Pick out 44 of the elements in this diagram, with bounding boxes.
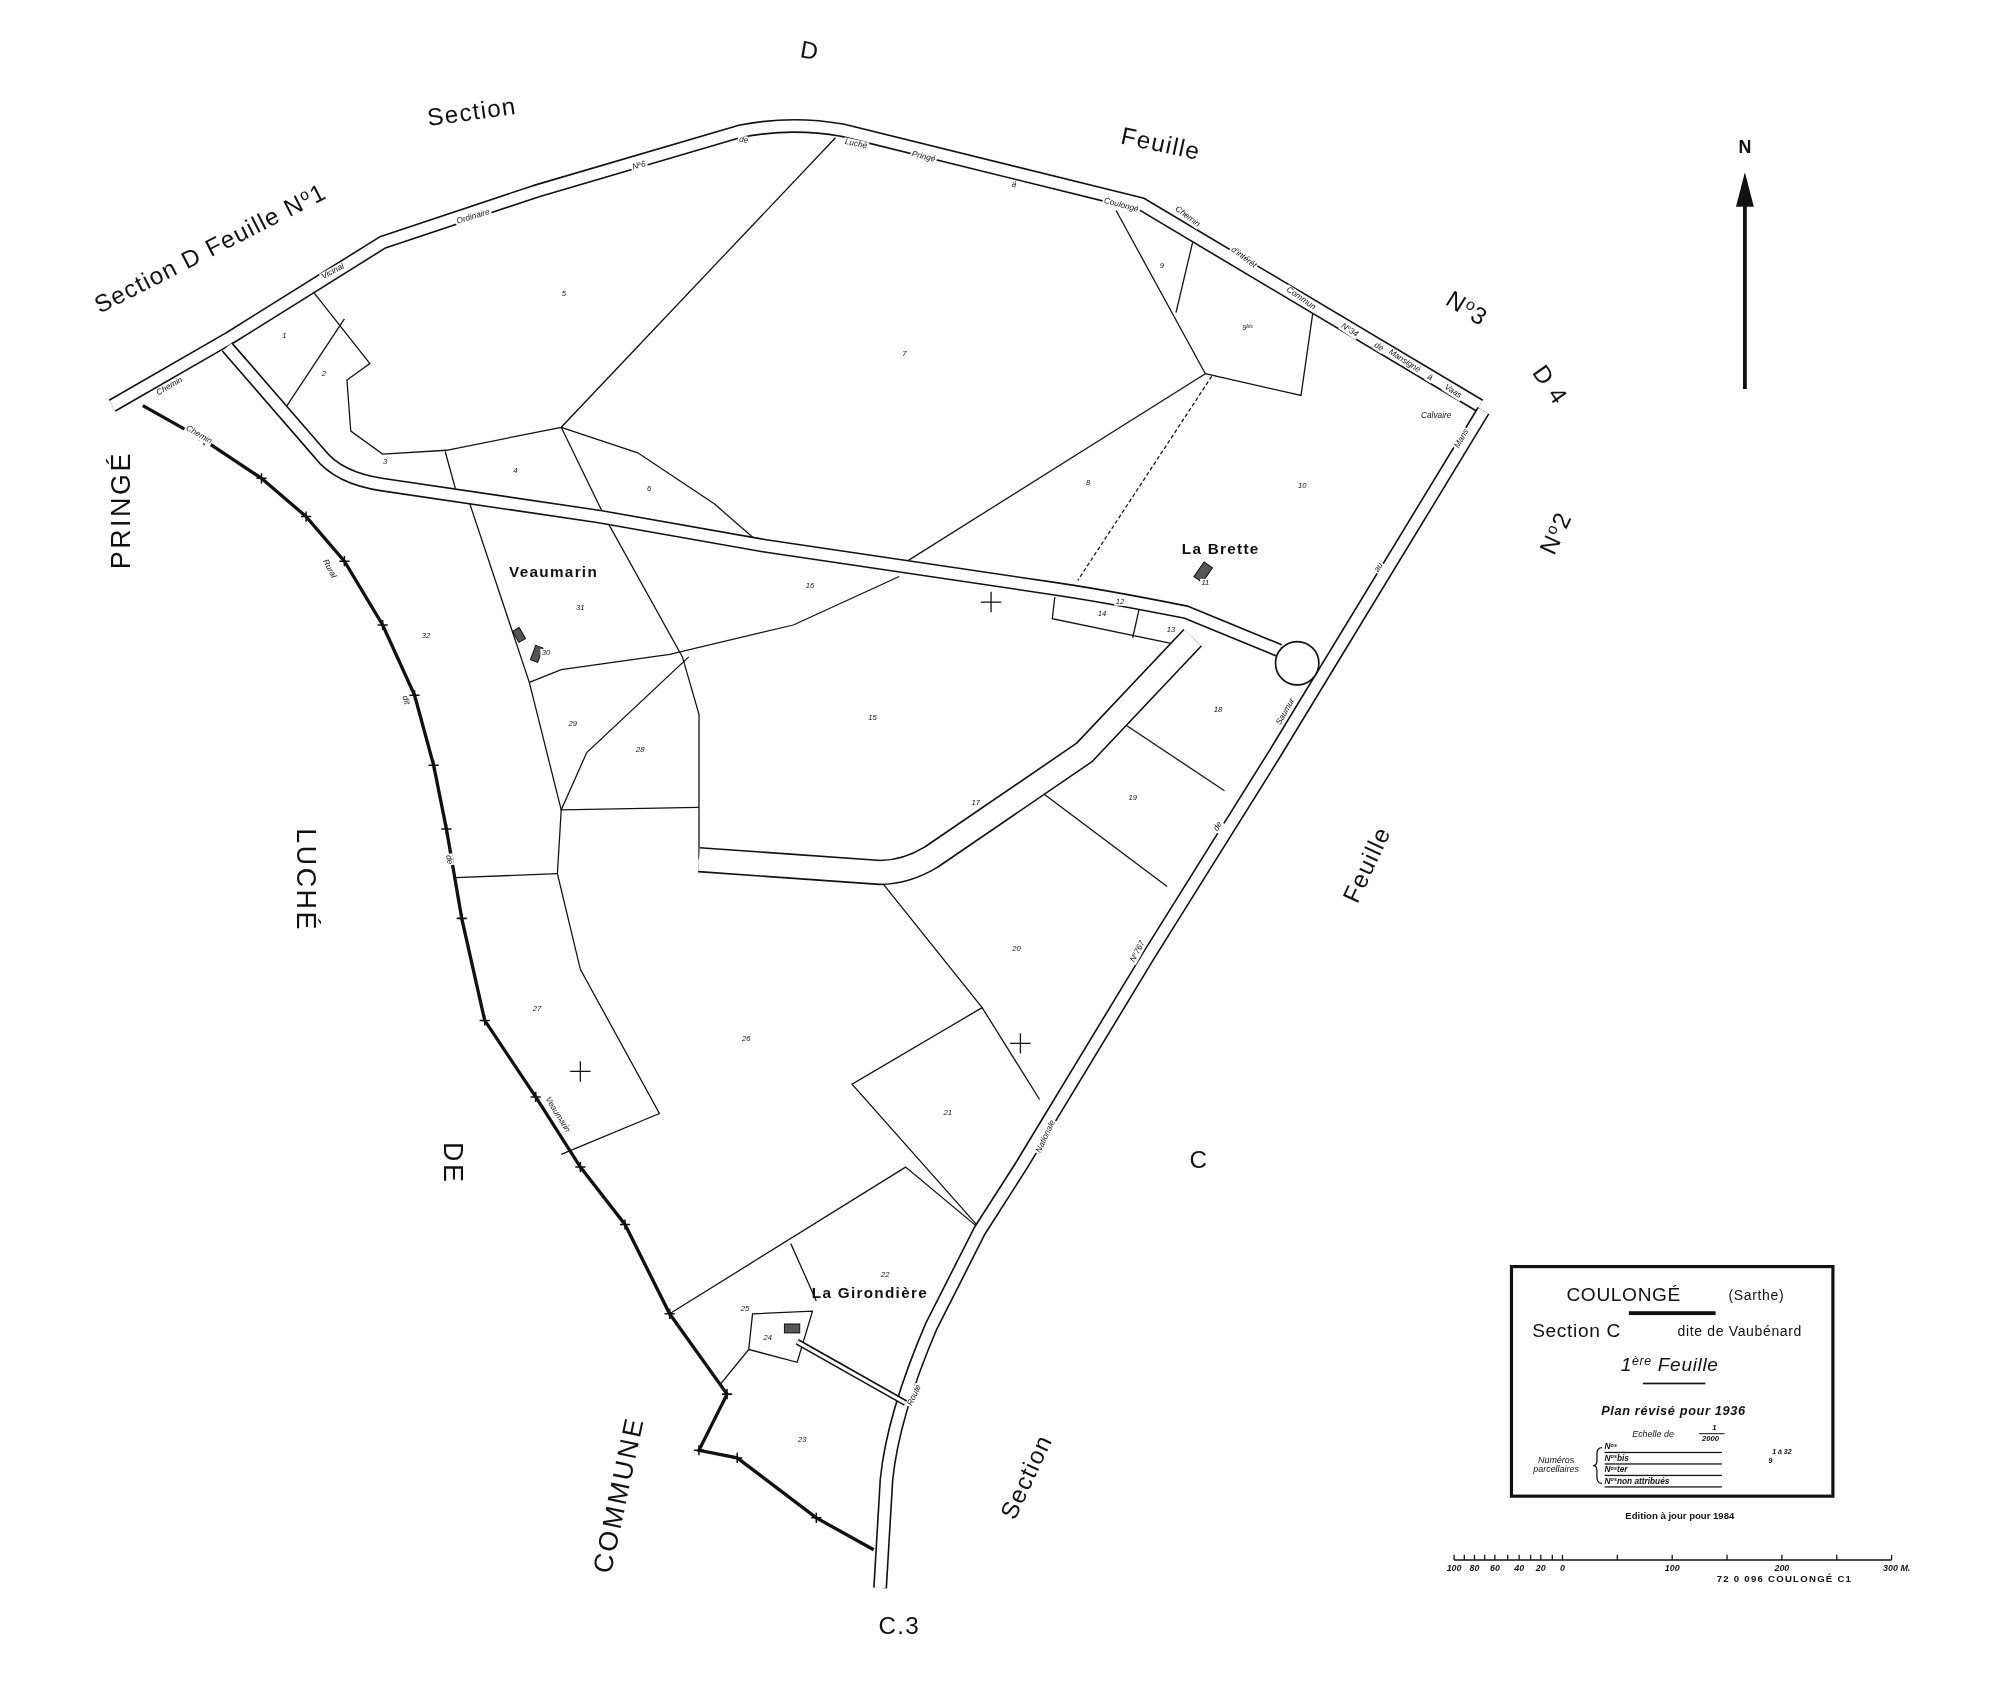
edition-note: Edition à jour pour 1984	[1625, 1511, 1735, 1522]
road-name: à	[1424, 371, 1436, 384]
legend-text: N$^{os}$ter	[1604, 1463, 1722, 1476]
road-name: de	[1211, 819, 1225, 834]
road-name: de	[443, 853, 455, 867]
adjacent-section-label: Section	[425, 93, 519, 132]
scale-number: 40	[1514, 1562, 1525, 1573]
scale-number: 0	[1560, 1562, 1565, 1573]
scale-note: Echelle de	[1632, 1429, 1674, 1439]
scale-number: 200	[1774, 1562, 1790, 1573]
place-name: Veaumarin	[509, 564, 598, 581]
scale-number: 100	[1446, 1562, 1462, 1573]
scale-number: 300 M.	[1883, 1562, 1911, 1573]
revision-note: Plan révisé pour 1936	[1601, 1405, 1746, 1419]
section-subtitle: dite de Vaubénard	[1677, 1324, 1803, 1339]
adjacent-section-label: C	[1189, 1148, 1209, 1174]
road-name: à	[1009, 179, 1019, 191]
scale-number: 60	[1489, 1562, 1500, 1573]
adjacent-section-label: C.3	[878, 1613, 920, 1639]
legend-heading: Numéros parcellaires	[1532, 1454, 1580, 1474]
map-title: COULONGÉ	[1566, 1284, 1682, 1305]
north-label: N	[1738, 137, 1752, 157]
road-name: dit	[399, 693, 412, 707]
commune-name: LUCHÉ	[292, 828, 321, 932]
legend-text: N$^{os}$bis	[1604, 1451, 1722, 1464]
map-subtitle: (Sarthe)	[1728, 1288, 1785, 1304]
adjacent-section-label: D	[798, 36, 822, 66]
place-name: La Brette	[1181, 541, 1260, 558]
legend-text: N$^{os}$	[1604, 1440, 1722, 1453]
sheet-number: 1$^{ère}$ Feuille	[1620, 1354, 1719, 1375]
scale-number: 80	[1469, 1562, 1480, 1573]
adjacent-section-label: Feuille	[1118, 123, 1203, 165]
reference-code: 72 0 096 COULONGÉ C1	[1716, 1574, 1853, 1585]
road-name: Calvaire	[1419, 411, 1453, 421]
section-title: Section C	[1532, 1320, 1621, 1341]
road-name: de	[737, 135, 751, 146]
legend-text: N$^{os}$non attribués	[1604, 1474, 1722, 1487]
adjacent-section-label: D 4	[1527, 360, 1573, 410]
place-name: La Girondière	[811, 1285, 928, 1302]
road-name: Rural	[320, 556, 339, 581]
commune-name: PRINGÉ	[107, 451, 136, 570]
scale-number: 100	[1664, 1562, 1680, 1573]
commune-name: DE	[438, 1142, 467, 1185]
scale-number: 20	[1535, 1562, 1546, 1573]
